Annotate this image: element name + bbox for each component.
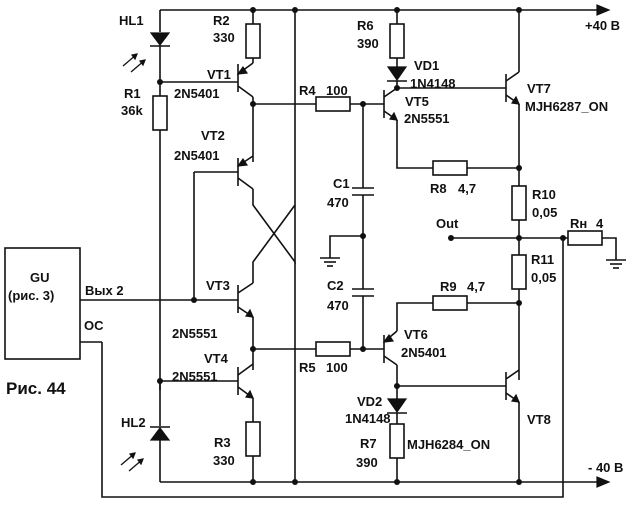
- capacitor-c2: [352, 236, 374, 349]
- label-vd1-value: 1N4148: [410, 76, 456, 91]
- negative-rail-label: - 40 В: [588, 460, 623, 475]
- label-r3-value: 330: [213, 453, 235, 468]
- label-r11-value: 0,05: [531, 270, 556, 285]
- transistor-vt7: [505, 10, 520, 186]
- label-vt3-ref: VT3: [206, 278, 230, 293]
- label-vt6-value: 2N5401: [401, 345, 447, 360]
- resistor-r2: [245, 10, 261, 63]
- label-r10-value: 0,05: [532, 205, 557, 220]
- ground-center: [320, 235, 363, 267]
- transistor-vt8: [505, 369, 520, 482]
- positive-rail-label: +40 В: [585, 18, 620, 33]
- transistor-vt4: [160, 349, 254, 422]
- label-vt6-ref: VT6: [404, 327, 428, 342]
- generator-block: [4, 247, 102, 360]
- label-r3-ref: R3: [214, 435, 231, 450]
- diode-vd1: [386, 66, 408, 88]
- label-vt1-value: 2N5401: [174, 86, 220, 101]
- transistor-vt2: [193, 155, 254, 300]
- label-r1-value: 36k: [121, 103, 143, 118]
- label-rl-ref: Rн: [570, 216, 587, 231]
- generator-feedback-label: ОС: [84, 318, 104, 333]
- label-r6-value: 390: [357, 36, 379, 51]
- capacitor-c1: [352, 104, 374, 236]
- resistor-r11: [511, 254, 527, 380]
- label-vt3-value: 2N5551: [172, 326, 218, 341]
- label-r4-ref: R4: [299, 83, 316, 98]
- label-r10-ref: R10: [532, 187, 556, 202]
- resistor-rl: [567, 230, 626, 269]
- transistor-vt3: [80, 275, 254, 349]
- generator-reference: (рис. 3): [8, 288, 54, 303]
- resistor-r1: [152, 82, 168, 390]
- resistor-r10: [511, 185, 527, 255]
- resistor-r7: [389, 423, 405, 482]
- label-r11-ref: R11: [531, 252, 554, 267]
- feedback-line: [101, 238, 564, 498]
- transistor-vt5: [383, 87, 433, 169]
- label-vt7-value: MJH6287_ON: [525, 99, 608, 114]
- label-r1-ref: R1: [124, 86, 141, 101]
- resistor-r8: [432, 160, 519, 176]
- label-c2-ref: C2: [327, 278, 344, 293]
- label-vd2-ref: VD2: [357, 394, 382, 409]
- label-vt8-value: MJH6284_ON: [407, 437, 490, 452]
- label-r9-value: 4,7: [467, 279, 485, 294]
- led-hl2: [120, 381, 171, 482]
- label-vt4-value: 2N5551: [172, 369, 218, 384]
- label-vt5-ref: VT5: [405, 94, 429, 109]
- label-r8-ref: R8: [430, 181, 447, 196]
- label-r7-ref: R7: [360, 436, 377, 451]
- output-node: [448, 235, 568, 241]
- resistor-r5: [253, 341, 384, 357]
- label-r5-value: 100: [326, 360, 348, 375]
- resistor-r6: [389, 10, 405, 67]
- label-r4-value: 100: [326, 83, 348, 98]
- label-r6-ref: R6: [357, 18, 374, 33]
- transistor-vt6: [382, 330, 398, 386]
- led-hl1: [122, 10, 171, 82]
- label-c1-ref: C1: [333, 176, 350, 191]
- label-vd2-value: 1N4148: [345, 411, 391, 426]
- diode-vd2: [386, 386, 408, 424]
- label-r5-ref: R5: [299, 360, 316, 375]
- resistor-r4: [253, 96, 384, 112]
- resistor-r3: [245, 421, 261, 482]
- negative-rail: [160, 476, 611, 488]
- label-vt2-ref: VT2: [201, 128, 225, 143]
- label-r8-value: 4,7: [458, 181, 476, 196]
- label-r7-value: 390: [356, 455, 378, 470]
- label-c1-value: 470: [327, 195, 349, 210]
- cross-coupling: [252, 10, 296, 275]
- label-vt5-value: 2N5551: [404, 111, 450, 126]
- label-vt2-value: 2N5401: [174, 148, 220, 163]
- transistor-vt1: [160, 62, 254, 158]
- generator-output-label: Вых 2: [85, 283, 124, 298]
- label-c2-value: 470: [327, 298, 349, 313]
- label-vt4-ref: VT4: [204, 351, 229, 366]
- label-r2-value: 330: [213, 30, 235, 45]
- label-r9-ref: R9: [440, 279, 457, 294]
- generator-name: GU: [30, 270, 50, 285]
- label-vt7-ref: VT7: [527, 81, 551, 96]
- positive-rail: [160, 4, 611, 16]
- label-vd1-ref: VD1: [414, 58, 439, 73]
- figure-caption: Рис. 44: [6, 379, 66, 398]
- label-out: Out: [436, 216, 459, 231]
- label-hl2-ref: HL2: [121, 415, 146, 430]
- label-r2-ref: R2: [213, 13, 230, 28]
- label-hl1-ref: HL1: [119, 13, 144, 28]
- resistor-r9: [396, 295, 519, 331]
- label-rl-value: 4: [596, 216, 604, 231]
- label-vt1-ref: VT1: [207, 67, 231, 82]
- label-vt8-ref: VT8: [527, 412, 551, 427]
